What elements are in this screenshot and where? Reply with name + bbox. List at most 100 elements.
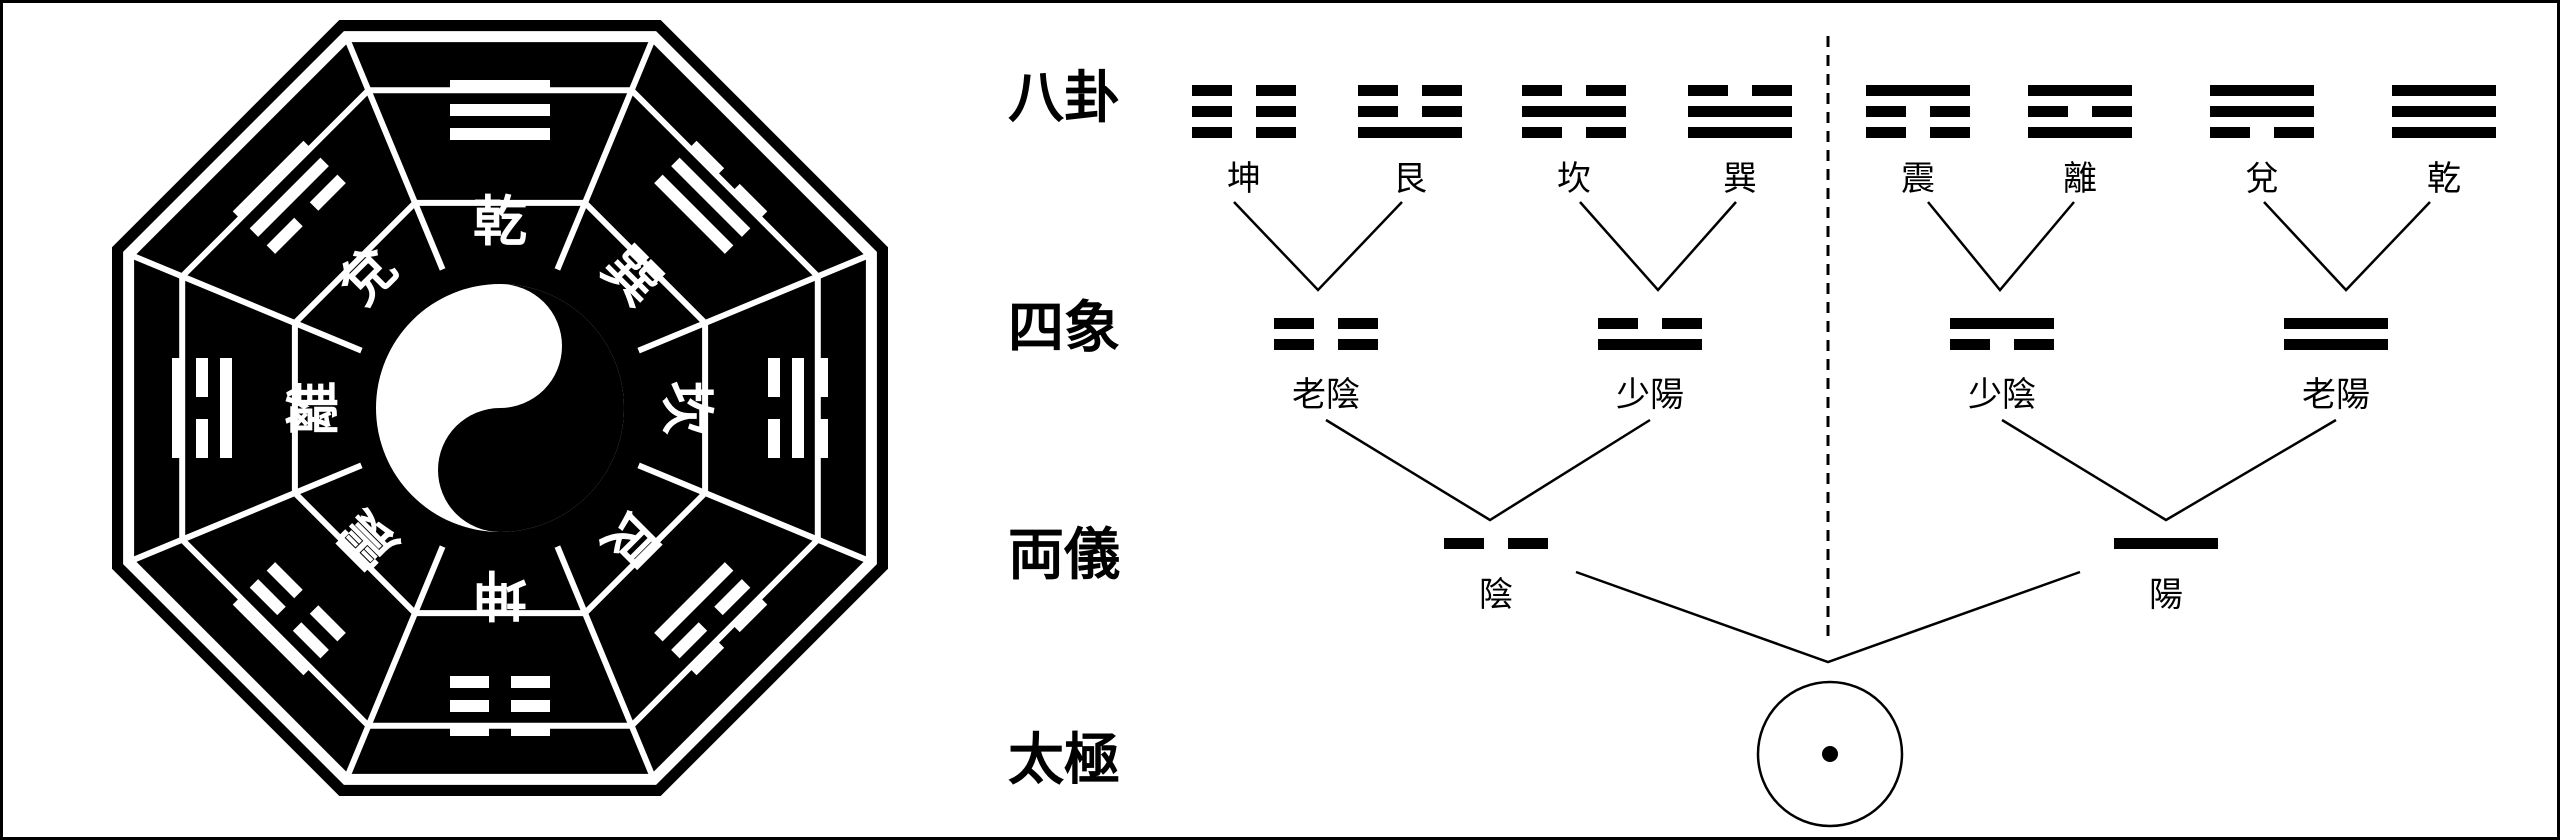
yang-line: [1688, 127, 1792, 138]
yin-line-right: [1256, 106, 1296, 117]
liangyi-symbol-1: [2114, 538, 2218, 549]
yin-line-left: [1522, 127, 1562, 138]
liangyi-symbol-0: [1444, 538, 1548, 549]
taiji-center-dot: [1822, 746, 1838, 762]
yin-line-right: [1586, 85, 1626, 96]
liangyi-name-yang: 陽: [2149, 575, 2183, 615]
yin-line-right: [1586, 127, 1626, 138]
bagua-symbol-0: [1192, 85, 1296, 138]
taiji-circle: [1756, 680, 1904, 828]
yin-line-left: [511, 724, 550, 736]
yin-line-left: [1358, 106, 1398, 117]
yin-line-left: [1866, 106, 1906, 117]
sixiang-symbol-3: [2284, 318, 2388, 350]
yang-line: [654, 562, 734, 642]
sixiang-name-old-yang: 老陽: [2302, 375, 2370, 415]
yang-line: [792, 358, 804, 458]
yin-line-right: [1662, 318, 1702, 329]
wheel-trigram-5: [232, 562, 346, 676]
row-label-taiji: 太極: [1008, 728, 1120, 793]
yin-line-right: [266, 562, 303, 599]
sector-divider: [345, 545, 446, 776]
wheel-trigram-2: [768, 358, 828, 458]
bagua-name-dui: 兌: [2245, 159, 2279, 199]
yin-line-right: [1422, 106, 1462, 117]
sector-divider: [637, 253, 868, 354]
bagua-name-xun: 巽: [1723, 159, 1757, 199]
yin-line-right: [768, 419, 780, 458]
yin-line-left: [1866, 127, 1906, 138]
sixiang-symbol-1: [1598, 318, 1702, 350]
yin-line-left: [1598, 318, 1638, 329]
yang-line: [2284, 318, 2388, 329]
connector-0: [1233, 201, 1403, 292]
wheel-trigram-1: [654, 140, 768, 254]
yang-line: [2028, 85, 2132, 96]
yang-line: [2392, 127, 2496, 138]
yang-line: [172, 358, 184, 458]
yin-line-right: [2014, 339, 2054, 350]
yin-line-right: [688, 639, 725, 676]
yang-line: [1598, 339, 1702, 350]
yin-line-left: [768, 358, 780, 397]
bagua-name-qian: 乾: [2427, 159, 2461, 199]
yang-line: [450, 104, 550, 116]
yin-line-left: [1950, 339, 1990, 350]
wheel-trigram-lines: [172, 358, 232, 458]
bagua-name-kun: 坤: [1227, 159, 1261, 199]
row-label-liangyi: 両儀: [1008, 523, 1120, 588]
sixiang-name-young-yin: 少陰: [1968, 375, 2036, 415]
sector-divider: [132, 462, 363, 563]
bagua-symbol-3: [1688, 85, 1792, 138]
yang-line: [2028, 127, 2132, 138]
yin-line-right: [1752, 85, 1792, 96]
yang-line: [1950, 318, 2054, 329]
yang-line: [249, 157, 329, 237]
yin-line-left: [196, 419, 208, 458]
yin-line-right: [1930, 127, 1970, 138]
yin-line-right: [2092, 106, 2132, 117]
yin-line-left: [1688, 85, 1728, 96]
bagua-name-li: 離: [2063, 159, 2097, 199]
yang-line: [450, 128, 550, 140]
yin-line-left: [2028, 106, 2068, 117]
wheel-trigrams: [172, 80, 828, 736]
connector-3: [2263, 201, 2431, 292]
yin-line-right: [450, 700, 489, 712]
yin-line-left: [714, 579, 751, 616]
tree-symbols: [1192, 85, 2496, 549]
wheel-trigram-lines: [450, 80, 550, 140]
bagua-name-gen: 艮: [1393, 159, 1427, 199]
wheel-trigram-3: [654, 562, 768, 676]
wheel-trigram-lines: [654, 562, 768, 676]
yang-line: [2210, 106, 2314, 117]
yin-yang-symbol: [370, 278, 630, 538]
yang-line: [1522, 106, 1626, 117]
sixiang-symbol-0: [1274, 318, 1378, 350]
yin-line-right: [196, 358, 208, 397]
yang-line: [2114, 538, 2218, 549]
row-label-sixiang: 四象: [1008, 296, 1120, 361]
yin-line-right: [816, 419, 828, 458]
wheel-trigram-lines: [232, 562, 346, 676]
yin-line-right: [1930, 106, 1970, 117]
yang-line: [1866, 85, 1970, 96]
yin-line-right: [1422, 85, 1462, 96]
yang-line: [2392, 106, 2496, 117]
yang-line: [2284, 339, 2388, 350]
yin-line-right: [450, 724, 489, 736]
yang-line: [654, 174, 734, 254]
yin-line-right: [1508, 538, 1548, 549]
yin-line-right: [309, 174, 346, 211]
yang-line: [671, 157, 751, 237]
bagua-wheel: 乾 巽 坎 艮 坤 震 離 兌: [112, 20, 888, 796]
yang-line: [450, 80, 550, 92]
yin-line-left: [1358, 85, 1398, 96]
yin-line-right: [1256, 85, 1296, 96]
connector-6: [1575, 570, 2081, 664]
wheel-name-kan: 坎: [655, 381, 719, 435]
yin-line-right: [2274, 127, 2314, 138]
yang-line: [1358, 127, 1462, 138]
sector-divider: [345, 40, 446, 271]
